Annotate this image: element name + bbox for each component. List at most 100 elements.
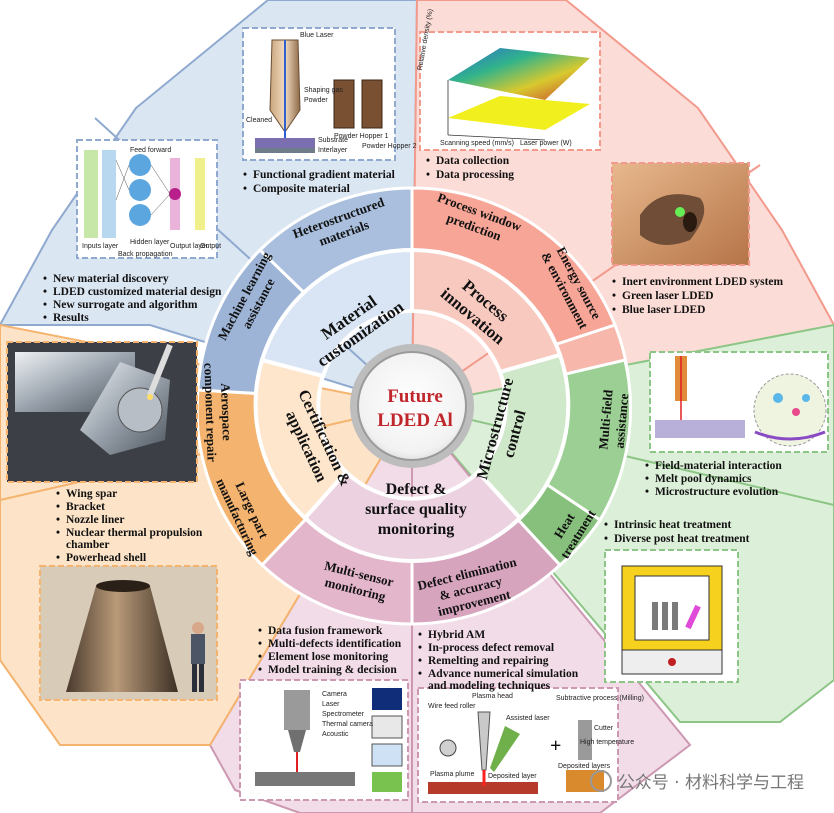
svg-text:Diverse post heat treatment: Diverse post heat treatment — [614, 533, 750, 545]
svg-text:Data collection: Data collection — [436, 155, 510, 167]
label-defect-monitoring: Defect & surface quality monitoring — [365, 481, 467, 538]
svg-text:Hybrid AM: Hybrid AM — [428, 629, 485, 641]
svg-text:•: • — [56, 488, 60, 500]
svg-text:Results: Results — [53, 312, 89, 324]
svg-text:•: • — [258, 651, 262, 663]
svg-text:•: • — [426, 155, 430, 167]
svg-text:Multi-field: Multi-field — [595, 388, 615, 450]
svg-text:Powder Hopper 2: Powder Hopper 2 — [362, 143, 417, 150]
svg-text:Blue laser LDED: Blue laser LDED — [622, 304, 706, 316]
bullets-multi-sensor: •Data fusion framework •Multi-defects id… — [258, 625, 402, 676]
svg-text:Element lose monitoring: Element lose monitoring — [268, 651, 388, 663]
svg-text:•: • — [645, 486, 649, 498]
svg-text:Wire feed roller: Wire feed roller — [428, 703, 476, 710]
center-title-line2: LDED Al — [377, 410, 453, 431]
bullets-heat-treatment: • Intrinsic heat treatment • Diverse post … — [604, 519, 750, 545]
bullets-process-window: • Data collection • Data processing — [426, 155, 514, 181]
svg-text:•: • — [645, 460, 649, 472]
svg-text:and modeling techniques: and modeling techniques — [428, 680, 551, 692]
svg-text:New surrogate and algorithm: New surrogate and algorithm — [53, 299, 198, 311]
svg-text:Hidden layer: Hidden layer — [130, 239, 170, 246]
center-title-line1: Future — [387, 386, 443, 407]
label-aerospace-component-repair: Aerospace component repair — [201, 363, 235, 463]
svg-text:Melt pool dynamics: Melt pool dynamics — [655, 473, 752, 485]
svg-text:Laser power (W): Laser power (W) — [520, 140, 572, 147]
svg-text:monitoring: monitoring — [378, 521, 454, 538]
svg-text:Feed forward: Feed forward — [130, 147, 171, 154]
svg-text:surface quality: surface quality — [365, 501, 467, 518]
bullets-energy-source: • Inert environment LDED system • Green la… — [612, 276, 784, 316]
svg-text:•: • — [243, 183, 247, 195]
svg-text:•: • — [426, 169, 430, 181]
svg-text:Interlayer: Interlayer — [318, 147, 348, 154]
svg-text:•: • — [604, 519, 608, 531]
svg-text:Shaping gas: Shaping gas — [304, 87, 343, 94]
bullets-aerospace: • Wing spar • Bracket • Nozzle liner • Nucle… — [56, 488, 203, 564]
svg-text:Inert environment LDED system: Inert environment LDED system — [622, 276, 784, 288]
svg-text:assistance: assistance — [612, 393, 632, 449]
svg-text:Spectrometer: Spectrometer — [322, 711, 365, 718]
svg-text:•: • — [418, 668, 422, 680]
panel-multi-field-schematic — [649, 351, 829, 453]
panel-ml-network: Inputs layer Hidden layer Output layer O… — [76, 139, 221, 259]
panel-nozzle-schematic: Blue Laser Shaping gas Powder Substrate … — [242, 27, 417, 161]
panel-sensor-setup: Camera Laser Spectrometer Thermal camera… — [239, 679, 409, 801]
svg-text:Thermal camera: Thermal camera — [322, 721, 373, 728]
svg-text:Cutter: Cutter — [594, 725, 614, 732]
svg-text:•: • — [418, 642, 422, 654]
svg-text:•: • — [56, 552, 60, 564]
panel-large-part-photo — [39, 565, 218, 701]
svg-text:High temperature: High temperature — [580, 739, 634, 746]
svg-text:Deposited layers: Deposited layers — [558, 763, 611, 770]
svg-text:Plasma head: Plasma head — [472, 693, 513, 700]
svg-text:Functional gradient material: Functional gradient material — [253, 169, 395, 181]
panel-surface-plot: Laser power (W) Scanning speed (mm/s) Re… — [417, 8, 601, 151]
svg-text:Output: Output — [200, 243, 221, 250]
svg-text:•: • — [43, 273, 47, 285]
svg-text:Laser: Laser — [322, 701, 340, 708]
svg-text:Output layer: Output layer — [170, 243, 209, 250]
svg-text:chamber: chamber — [66, 539, 109, 551]
svg-text:Bracket: Bracket — [66, 501, 105, 513]
svg-text:•: • — [258, 664, 262, 676]
svg-text:Advance numerical simulation: Advance numerical simulation — [428, 668, 579, 680]
svg-text:Powerhead shell: Powerhead shell — [66, 552, 146, 564]
bullets-multi-field: •Field-material interaction •Melt pool d… — [645, 460, 782, 498]
panel-hybrid-am: + Wire feed roller Plasma head Assisted … — [417, 687, 644, 803]
svg-text:Microstructure evolution: Microstructure evolution — [655, 486, 779, 498]
svg-text:•: • — [56, 527, 60, 539]
svg-text:Aerospace: Aerospace — [218, 383, 235, 441]
svg-text:•: • — [612, 304, 616, 316]
svg-text:component repair: component repair — [201, 363, 219, 463]
svg-text:Inputs layer: Inputs layer — [82, 243, 119, 250]
svg-text:•: • — [418, 629, 422, 641]
svg-text:Subtractive process (Milling): Subtractive process (Milling) — [556, 695, 644, 702]
svg-text:•: • — [43, 312, 47, 324]
svg-text:Wing spar: Wing spar — [66, 488, 117, 500]
svg-text:•: • — [418, 655, 422, 667]
svg-text:•: • — [56, 501, 60, 513]
svg-text:Green laser LDED: Green laser LDED — [622, 290, 714, 302]
svg-text:Blue Laser: Blue Laser — [300, 32, 334, 39]
svg-text:•: • — [604, 533, 608, 545]
svg-text:Nozzle liner: Nozzle liner — [66, 514, 124, 526]
svg-text:Data processing: Data processing — [436, 169, 514, 181]
svg-text:Nuclear thermal propulsion: Nuclear thermal propulsion — [66, 527, 203, 539]
svg-text:Defect &: Defect & — [386, 481, 447, 498]
svg-text:•: • — [243, 169, 247, 181]
svg-text:Intrinsic heat treatment: Intrinsic heat treatment — [614, 519, 731, 531]
inner-ring — [253, 247, 571, 563]
panel-heat-treatment-furnace — [604, 549, 739, 683]
svg-text:•: • — [612, 290, 616, 302]
svg-text:Composite material: Composite material — [253, 183, 350, 195]
svg-text:•: • — [43, 286, 47, 298]
panel-aerospace-repair-photo — [6, 341, 198, 483]
svg-text:LDED customized material desig: LDED customized material design — [53, 286, 222, 298]
svg-text:•: • — [56, 514, 60, 526]
svg-text:•: • — [612, 276, 616, 288]
svg-text:Cleaned: Cleaned — [246, 117, 272, 124]
watermark-text: 公众号 · 材料科学与工程 — [617, 773, 804, 793]
svg-text:Camera: Camera — [322, 691, 347, 698]
svg-text:Powder Hopper 1: Powder Hopper 1 — [334, 133, 389, 140]
svg-text:•: • — [258, 625, 262, 637]
